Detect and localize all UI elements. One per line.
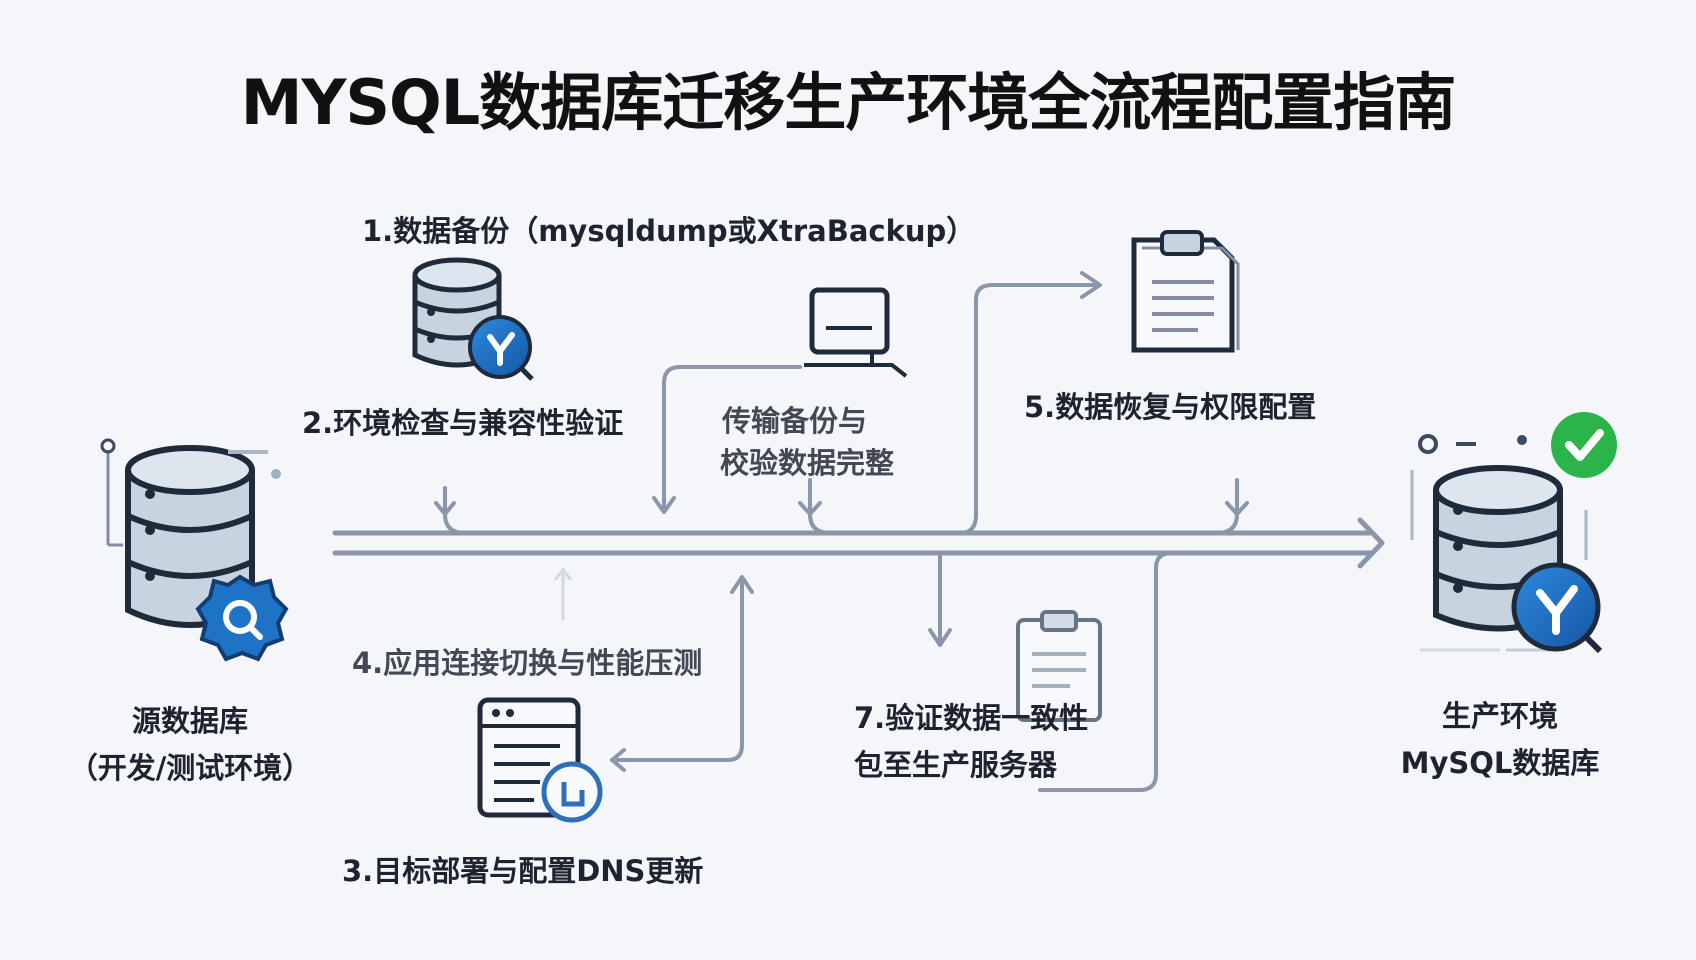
source-db-label-1: 源数据库 (131, 704, 248, 738)
page-title: MYSQL数据库迁移生产环境全流程配置指南 (240, 66, 1456, 139)
step-mid-label-b: 校验数据完整 (720, 446, 895, 480)
step4-label: 4.应用连接切换与性能压测 (352, 646, 703, 680)
check-circle-icon (1551, 412, 1617, 478)
power-badge-icon (541, 761, 603, 823)
step3-label: 3.目标部署与配置DNS更新 (342, 854, 704, 888)
main-flow-arrow (332, 517, 1385, 569)
step1-label: 1.数据备份（mysqldump或XtraBackup） (362, 214, 976, 248)
brand-badge-small-icon (468, 315, 534, 381)
connector-lines (434, 271, 1249, 792)
faint-decor (553, 567, 1500, 652)
clipboard-icon (1016, 610, 1102, 722)
step7-label-a: 7.验证数据一致性 (854, 701, 1089, 735)
target-db-label-1: 生产环境 (1441, 699, 1558, 733)
step2-label: 2.环境检查与兼容性验证 (302, 406, 624, 440)
document-icon (1131, 230, 1240, 353)
source-db-label-2: （开发/测试环境） (68, 751, 312, 785)
target-db-label-2: MySQL数据库 (1400, 746, 1600, 780)
search-badge-icon (195, 574, 289, 662)
computer-icon (804, 287, 908, 378)
step5-label: 5.数据恢复与权限配置 (1024, 390, 1317, 424)
step7-label-b: 包至生产服务器 (854, 748, 1058, 782)
step-mid-label-a: 传输备份与 (722, 404, 868, 438)
brand-badge-large-icon (1511, 562, 1603, 654)
